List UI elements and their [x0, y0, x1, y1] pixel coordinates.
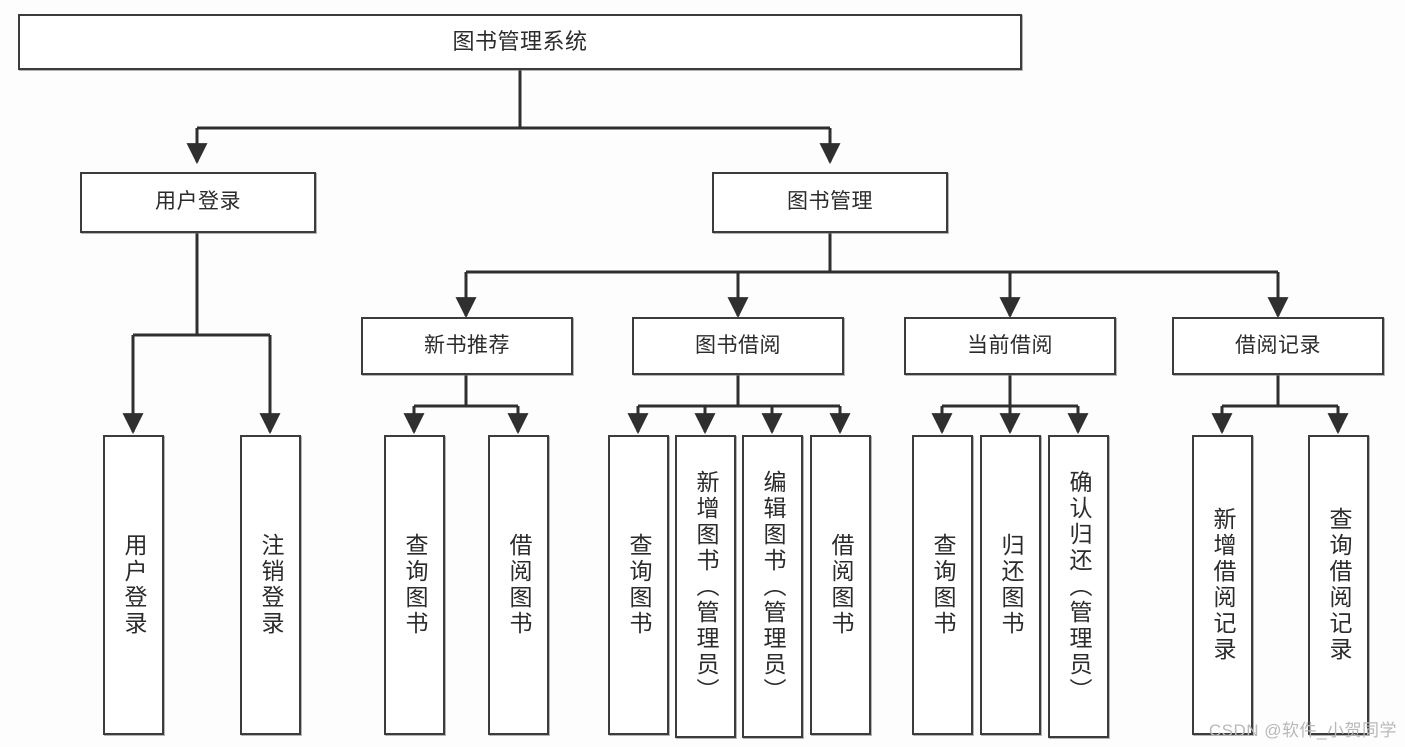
node-leaf-query-book-recommend[interactable]: 查询图书	[384, 435, 445, 735]
node-leaf-add-book-admin-label: 新增图书（管理员）	[693, 469, 719, 704]
node-leaf-query-borrow-record[interactable]: 查询借阅记录	[1308, 435, 1369, 735]
node-book-management[interactable]: 图书管理	[712, 172, 948, 233]
node-leaf-logout-label: 注销登录	[258, 533, 284, 637]
node-leaf-add-borrow-record[interactable]: 新增借阅记录	[1192, 435, 1253, 735]
node-leaf-borrow-book-label: 借阅图书	[828, 533, 854, 637]
node-leaf-query-book-recommend-label: 查询图书	[402, 533, 428, 637]
node-leaf-borrow-book-recommend-label: 借阅图书	[506, 533, 532, 637]
node-borrow-record-label: 借阅记录	[1235, 333, 1321, 357]
node-leaf-query-book-current[interactable]: 查询图书	[912, 435, 973, 735]
node-root-label: 图书管理系统	[452, 29, 588, 55]
node-leaf-confirm-return-admin[interactable]: 确认归还（管理员）	[1048, 435, 1109, 738]
node-root-book-management-system[interactable]: 图书管理系统	[18, 14, 1022, 70]
node-leaf-add-book-admin[interactable]: 新增图书（管理员）	[675, 435, 736, 738]
csdn-watermark: CSDN @软件_小贺同学	[1208, 721, 1397, 740]
node-user-login-label: 用户登录	[155, 190, 241, 214]
node-borrow-record[interactable]: 借阅记录	[1172, 317, 1384, 375]
node-book-management-label: 图书管理	[787, 190, 873, 214]
node-book-borrow-label: 图书借阅	[695, 333, 781, 357]
node-leaf-return-book-label: 归还图书	[998, 533, 1024, 637]
node-leaf-user-login-label: 用户登录	[121, 533, 147, 637]
node-leaf-edit-book-admin[interactable]: 编辑图书（管理员）	[742, 435, 803, 738]
node-leaf-confirm-return-admin-label: 确认归还（管理员）	[1066, 469, 1092, 704]
node-book-borrow[interactable]: 图书借阅	[632, 317, 844, 375]
node-leaf-query-book-borrow[interactable]: 查询图书	[608, 435, 669, 735]
node-new-book-recommend-label: 新书推荐	[424, 333, 510, 357]
node-new-book-recommend[interactable]: 新书推荐	[361, 317, 573, 375]
node-leaf-borrow-book-recommend[interactable]: 借阅图书	[488, 435, 549, 735]
node-leaf-query-borrow-record-label: 查询借阅记录	[1326, 507, 1352, 663]
node-current-borrow[interactable]: 当前借阅	[904, 317, 1116, 375]
node-user-login[interactable]: 用户登录	[80, 172, 316, 233]
node-leaf-query-book-current-label: 查询图书	[930, 533, 956, 637]
node-leaf-user-login[interactable]: 用户登录	[103, 435, 164, 735]
node-current-borrow-label: 当前借阅	[967, 333, 1053, 357]
node-leaf-logout[interactable]: 注销登录	[240, 435, 301, 735]
node-leaf-add-borrow-record-label: 新增借阅记录	[1210, 507, 1236, 663]
node-leaf-borrow-book[interactable]: 借阅图书	[810, 435, 871, 735]
node-leaf-return-book[interactable]: 归还图书	[980, 435, 1041, 735]
node-leaf-query-book-borrow-label: 查询图书	[626, 533, 652, 637]
node-leaf-edit-book-admin-label: 编辑图书（管理员）	[760, 469, 786, 704]
